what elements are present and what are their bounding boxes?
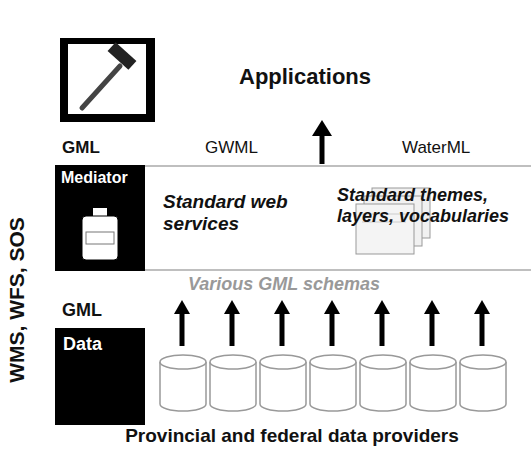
mediator-band: MediatorStandard web servicesStandard th… bbox=[55, 165, 531, 271]
arrow-head bbox=[474, 300, 490, 314]
node-text: Mediator bbox=[61, 169, 143, 187]
service-label: WMS, WFS, SOS bbox=[5, 217, 29, 383]
cylinder-top bbox=[260, 355, 306, 369]
data-box: Data bbox=[55, 328, 145, 425]
format-label: GML bbox=[62, 138, 100, 158]
database-cylinders bbox=[160, 355, 506, 411]
arrow-head bbox=[424, 300, 440, 314]
cylinder-top bbox=[410, 355, 456, 369]
arrow-head bbox=[274, 300, 290, 314]
up-arrow bbox=[480, 312, 485, 346]
node-text: Standard web services bbox=[163, 191, 341, 235]
up-arrow bbox=[230, 312, 235, 346]
arrow-head bbox=[174, 300, 190, 314]
provider-arrows bbox=[174, 300, 490, 346]
format-label: GML bbox=[62, 300, 102, 321]
arrow-head bbox=[312, 120, 332, 136]
cylinder-top bbox=[160, 355, 206, 369]
arrow-head bbox=[224, 300, 240, 314]
cylinder-top bbox=[310, 355, 356, 369]
provider-label: Provincial and federal data providers bbox=[125, 425, 459, 447]
hammer-icon bbox=[82, 42, 136, 108]
up-arrow bbox=[430, 312, 435, 346]
format-label: GWML bbox=[205, 138, 258, 158]
schema-note: Various GML schemas bbox=[188, 274, 380, 295]
glue-icon bbox=[82, 208, 118, 260]
up-arrow bbox=[280, 312, 285, 346]
cylinder-top bbox=[210, 355, 256, 369]
arrow-head bbox=[374, 300, 390, 314]
data-box bbox=[55, 328, 145, 425]
up-arrow bbox=[180, 312, 185, 346]
mediator-box: Mediator bbox=[55, 165, 145, 271]
cylinder-top bbox=[360, 355, 406, 369]
application-box bbox=[60, 38, 155, 122]
title-label: Applications bbox=[239, 64, 371, 89]
format-label: WaterML bbox=[402, 138, 470, 158]
up-arrow bbox=[380, 312, 385, 346]
arrow-head bbox=[324, 300, 340, 314]
hammer-panel bbox=[68, 44, 146, 114]
mediator-box bbox=[55, 165, 145, 271]
cylinder-top bbox=[460, 355, 506, 369]
node-text: Data bbox=[63, 334, 141, 355]
node-text: Standard themes, layers, vocabularies bbox=[337, 185, 527, 226]
up-arrow bbox=[330, 312, 335, 346]
up-arrow bbox=[320, 134, 325, 164]
